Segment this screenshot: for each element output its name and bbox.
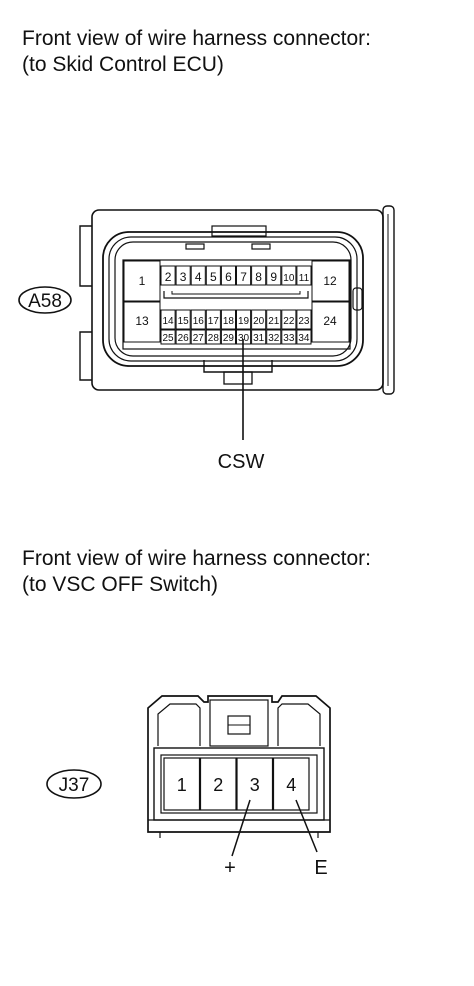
e-lead-line bbox=[295, 799, 318, 853]
pin-label-7: 7 bbox=[240, 270, 247, 284]
pin-label-17: 17 bbox=[208, 316, 220, 327]
pin-cell-3 bbox=[175, 265, 191, 286]
pin-cell-20 bbox=[251, 309, 267, 330]
j37-pin-label-2: 2 bbox=[213, 775, 223, 795]
pin-cell-26 bbox=[175, 329, 191, 345]
pin-label-28: 28 bbox=[208, 333, 220, 344]
connector-a-caption: Front view of wire harness connector: (t… bbox=[22, 26, 371, 78]
pin-label-23: 23 bbox=[298, 316, 310, 327]
pin-cell-7 bbox=[236, 265, 252, 286]
pin-cell-9 bbox=[266, 265, 282, 286]
e-label: E bbox=[314, 857, 327, 879]
pin-label-9: 9 bbox=[270, 270, 277, 284]
pin-cell-14 bbox=[160, 309, 176, 330]
pin-label-2: 2 bbox=[165, 270, 172, 284]
connector-b-caption: Front view of wire harness connector: (t… bbox=[22, 546, 371, 598]
connector-b-caption-line2: (to VSC OFF Switch) bbox=[22, 573, 219, 596]
pin-label-14: 14 bbox=[162, 316, 174, 327]
pin-label-8: 8 bbox=[255, 270, 262, 284]
pin-label-27: 27 bbox=[193, 333, 205, 344]
pin-cell-21 bbox=[266, 309, 282, 330]
pin-label-3: 3 bbox=[180, 270, 187, 284]
pin-label-13: 13 bbox=[135, 314, 149, 328]
pin-cell-23 bbox=[296, 309, 312, 330]
pin-cell-18 bbox=[220, 309, 236, 330]
connector-a-id-oval bbox=[18, 286, 72, 314]
j37-pin-cell-4 bbox=[272, 757, 310, 811]
connector-a-id: A58 bbox=[28, 291, 62, 312]
pin-cell-10 bbox=[281, 265, 297, 286]
connector-b-caption-line1: Front view of wire harness connector: bbox=[22, 547, 371, 570]
connector-b-id: J37 bbox=[59, 775, 90, 796]
pin-label-31: 31 bbox=[253, 333, 265, 344]
pin-label-21: 21 bbox=[268, 316, 280, 327]
pin-label-24: 24 bbox=[323, 314, 337, 328]
pin-cell-19 bbox=[236, 309, 252, 330]
pin-label-25: 25 bbox=[162, 333, 174, 344]
j37-pin-cell-3 bbox=[236, 757, 274, 811]
connector-a-pin-face bbox=[122, 259, 351, 350]
pin-label-33: 33 bbox=[283, 333, 295, 344]
pin-cell-15 bbox=[175, 309, 191, 330]
pin-label-1: 1 bbox=[139, 274, 146, 288]
pin-label-20: 20 bbox=[253, 316, 265, 327]
pin-cell-5 bbox=[205, 265, 221, 286]
pin-label-19: 19 bbox=[238, 316, 250, 327]
j37-pin-label-3: 3 bbox=[250, 775, 260, 795]
pin-label-34: 34 bbox=[298, 333, 310, 344]
connector-b-pin-face bbox=[153, 747, 325, 821]
pin-label-30: 30 bbox=[238, 333, 250, 344]
pin-cell-22 bbox=[281, 309, 297, 330]
plus-label: + bbox=[224, 857, 236, 879]
connector-b-lock bbox=[209, 699, 269, 747]
pin-label-29: 29 bbox=[223, 333, 235, 344]
connector-a-caption-line2: (to Skid Control ECU) bbox=[22, 53, 224, 76]
connector-a-left-tab-lower bbox=[79, 331, 92, 381]
pin-cell-2 bbox=[160, 265, 176, 286]
pin-label-32: 32 bbox=[268, 333, 280, 344]
pin-label-16: 16 bbox=[193, 316, 205, 327]
pin-cell-6 bbox=[220, 265, 236, 286]
pin-cell-31 bbox=[251, 329, 267, 345]
connector-a58 bbox=[18, 205, 395, 440]
pin-cell-33 bbox=[281, 329, 297, 345]
pin-label-10: 10 bbox=[283, 273, 295, 284]
pin-label-22: 22 bbox=[283, 316, 295, 327]
j37-pin-label-4: 4 bbox=[286, 775, 296, 795]
plus-lead-line bbox=[231, 799, 251, 857]
pin-cell-11 bbox=[296, 265, 312, 286]
pin-label-15: 15 bbox=[178, 316, 190, 327]
pin-cell-25 bbox=[160, 329, 176, 345]
pin-cell-27 bbox=[190, 329, 206, 345]
j37-pin-cell-2 bbox=[199, 757, 237, 811]
csw-label: CSW bbox=[218, 451, 265, 473]
connector-b-id-oval bbox=[46, 769, 102, 799]
connector-a-caption-line1: Front view of wire harness connector: bbox=[22, 27, 371, 50]
pin-label-11: 11 bbox=[299, 273, 310, 284]
pin-cell-32 bbox=[266, 329, 282, 345]
pin-label-12: 12 bbox=[323, 274, 337, 288]
j37-pin-cell-1 bbox=[163, 757, 201, 811]
pin-cell-8 bbox=[251, 265, 267, 286]
pin-cell-28 bbox=[205, 329, 221, 345]
connector-j37 bbox=[46, 695, 331, 857]
j37-pin-label-1: 1 bbox=[177, 775, 187, 795]
pin-cell-17 bbox=[205, 309, 221, 330]
pin-cell-29 bbox=[220, 329, 236, 345]
pin-label-26: 26 bbox=[178, 333, 190, 344]
pin-cell-34 bbox=[296, 329, 312, 345]
pin-label-6: 6 bbox=[225, 270, 232, 284]
connector-a-left-tab-upper bbox=[79, 225, 92, 287]
connector-a-right-latch bbox=[382, 205, 395, 395]
pin-label-5: 5 bbox=[210, 270, 217, 284]
connector-b-housing bbox=[147, 695, 331, 833]
pin-cell-4 bbox=[190, 265, 206, 286]
pin-label-18: 18 bbox=[223, 316, 235, 327]
pin-cell-16 bbox=[190, 309, 206, 330]
connector-a-top-key bbox=[211, 225, 267, 237]
connector-a-shell bbox=[102, 231, 364, 367]
pin-label-4: 4 bbox=[195, 270, 202, 284]
